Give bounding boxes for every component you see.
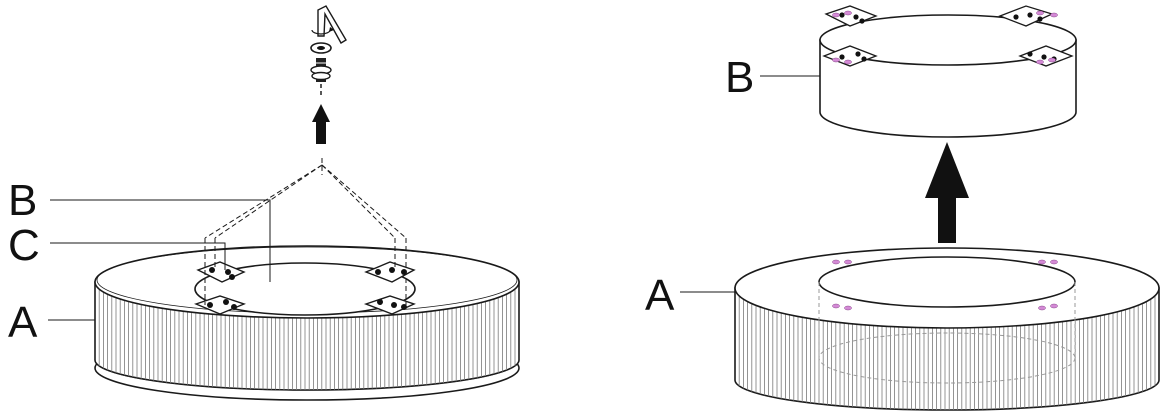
washer-icon <box>310 42 332 81</box>
label-b-left: B <box>8 176 37 225</box>
mounting-marker <box>844 10 852 16</box>
leader-lines-right <box>680 75 820 293</box>
inner-disc-b-right <box>819 5 1077 138</box>
mounting-marker <box>844 259 852 265</box>
base-ring-a-left <box>94 245 520 401</box>
mounting-marker <box>844 59 852 65</box>
mounting-marker <box>832 57 840 63</box>
up-arrow-icon <box>925 142 969 243</box>
label-c-left: C <box>8 221 40 270</box>
ribs-right <box>738 295 1156 410</box>
mounting-marker <box>844 305 852 311</box>
mounting-marker <box>1048 57 1056 63</box>
bracket-top-right <box>364 261 416 283</box>
mounting-markers-base <box>832 259 1058 311</box>
mounting-marker <box>1050 259 1058 265</box>
bracket-bottom-left <box>194 295 246 315</box>
hex-key-icon <box>311 5 347 44</box>
right-panel: B A <box>645 5 1160 411</box>
up-arrow-icon <box>312 104 330 144</box>
mounting-marker <box>1050 303 1058 309</box>
label-b-right: B <box>725 53 754 102</box>
ribs-left <box>98 288 516 390</box>
mounting-marker <box>832 12 840 18</box>
mounting-marker <box>1036 10 1044 16</box>
bracket-top-left <box>196 261 246 283</box>
bracket-bottom-right-r <box>1018 45 1074 67</box>
mounting-marker <box>832 259 840 265</box>
bracket-bottom-right <box>363 295 416 315</box>
label-a-left: A <box>8 298 38 347</box>
mounting-markers-disc <box>832 10 1058 65</box>
mounting-marker <box>1036 59 1044 65</box>
base-ring-a-right <box>734 247 1160 411</box>
mounting-marker <box>832 303 840 309</box>
label-a-right: A <box>645 271 675 320</box>
mounting-marker <box>1050 12 1058 18</box>
left-panel: B C A <box>8 5 520 401</box>
leader-lines-left <box>48 199 271 321</box>
brackets-c-left <box>194 261 416 315</box>
bracket-top-left-r <box>824 5 878 27</box>
fastener-dashed-paths <box>204 158 407 305</box>
mounting-marker <box>1038 259 1046 265</box>
inner-disc-b-left <box>194 262 416 316</box>
mounting-marker <box>1038 305 1046 311</box>
